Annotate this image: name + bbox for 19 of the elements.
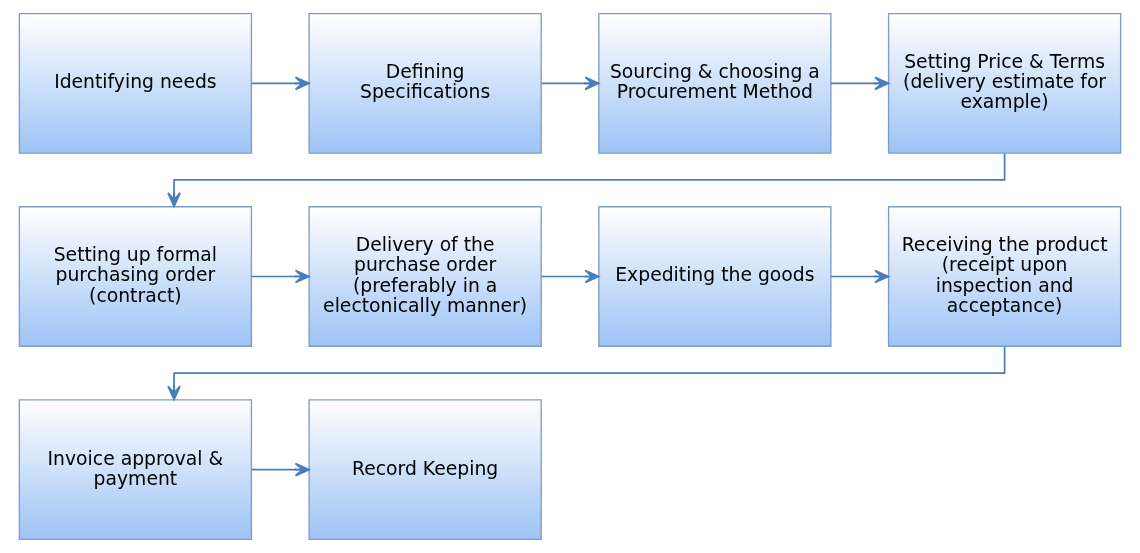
arrow [167, 345, 1006, 401]
arrow [540, 269, 600, 284]
node-box: Record Keeping [308, 399, 542, 541]
arrow [830, 76, 890, 91]
node-box: Defining Specifications [308, 12, 542, 154]
arrow [250, 76, 310, 91]
node-box: Delivery of the purchase order (preferably in a electonically manner) [308, 206, 542, 347]
node-box: Receiving the product (receipt upon inspection and acceptance) [887, 206, 1122, 347]
arrow [167, 152, 1006, 208]
arrow [250, 462, 310, 477]
node-box: Invoice approval & payment [18, 399, 253, 541]
node-box: Sourcing & choosing a Procurement Method [598, 12, 832, 154]
arrow [250, 269, 310, 284]
node-box: Setting Price & Terms (delivery estimate for example) [887, 12, 1122, 154]
node-box: Expediting the goods [598, 206, 832, 347]
node-box: Setting up formal purchasing order (contract) [18, 206, 253, 347]
arrow [830, 269, 890, 284]
node-box: Identifying needs [18, 12, 253, 154]
arrow [540, 76, 600, 91]
